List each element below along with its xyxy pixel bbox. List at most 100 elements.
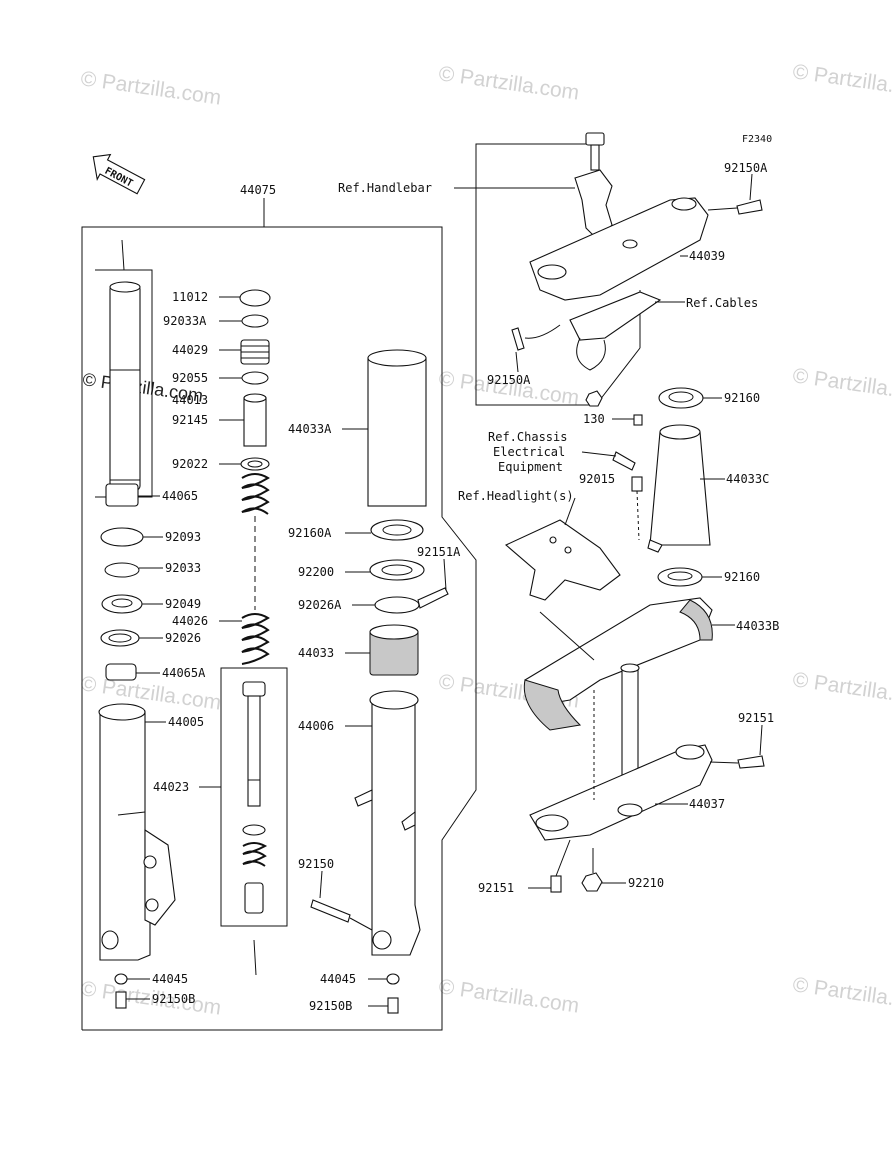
front-arrow: FRONT (92, 153, 146, 195)
watermark: © Partzilla.com (791, 364, 894, 406)
washer-inner (247, 460, 263, 468)
bracket-hole (671, 197, 697, 211)
leader-line (564, 497, 576, 526)
damper-rod-44023 (242, 681, 268, 914)
center-line (121, 239, 125, 271)
inner-tube-shape (109, 284, 141, 491)
fork-assembly-box: 44075 (81, 183, 477, 1031)
cable-clip (576, 337, 606, 371)
cap-11012 (239, 289, 271, 307)
callout-44026: 44026 (172, 614, 208, 628)
nut (585, 390, 603, 407)
handlebar-bracket-line (475, 143, 596, 406)
leader-line (349, 917, 373, 931)
chassis-bracket (612, 451, 636, 471)
lower-cover-cup (523, 679, 582, 731)
bracket-hole (622, 239, 638, 249)
assembly-outline (81, 226, 477, 1031)
callout-92160-mid: 92160 (724, 570, 760, 584)
rod-shaft (247, 695, 261, 807)
callout-92150A-bottom: 92150A (487, 373, 531, 387)
watermark: © Partzilla.com (79, 67, 222, 109)
callout-92033A: 92033A (163, 314, 207, 328)
spacer-top (243, 393, 267, 403)
spacer-92145 (243, 393, 267, 447)
callout-44075: 44075 (240, 183, 276, 197)
outer-tube-left-body (99, 711, 151, 961)
washer-inner (108, 633, 132, 643)
bolt-44029 (240, 339, 270, 365)
callout-44033A: 44033A (288, 422, 332, 436)
bolt-92151-bottom (550, 875, 562, 893)
top-bolt (585, 132, 605, 171)
callout-44065A: 44065A (162, 666, 206, 680)
circlip-92033 (104, 562, 140, 578)
cable-clip (524, 324, 561, 339)
bolt-92150B-right (387, 997, 399, 1014)
bushing-44065A (105, 663, 137, 681)
lower-cover-44033B (523, 597, 713, 731)
washer-44045-right (386, 973, 400, 985)
screw-92015 (631, 476, 643, 492)
stem-base (617, 803, 643, 817)
inner-fork-tube (109, 281, 141, 491)
leader-line (749, 173, 753, 201)
callout-92210: 92210 (628, 876, 664, 890)
callout-92151A: 92151A (417, 545, 461, 559)
ring-inner (382, 524, 412, 536)
leader-line (539, 611, 595, 661)
callout-ref-chassis-3: Equipment (498, 460, 563, 474)
callout-44045-left: 44045 (152, 972, 188, 986)
axle-hole (101, 930, 119, 950)
callout-44006: 44006 (298, 719, 334, 733)
callout-44005: 44005 (168, 715, 204, 729)
boss (401, 810, 416, 831)
piece-lock (244, 882, 264, 914)
oil-seal-92049 (101, 594, 143, 614)
bracket-hole (564, 546, 572, 554)
callout-44065: 44065 (162, 489, 198, 503)
bolt-92150A-bottom (511, 327, 525, 351)
cover-tab (647, 539, 663, 553)
washer-inner (381, 564, 413, 576)
callout-92151-bottom: 92151 (478, 881, 514, 895)
leader-line (595, 347, 641, 406)
mount-hole (145, 898, 159, 912)
spacer-body (243, 397, 267, 447)
nut-92210 (581, 872, 603, 892)
callout-92160-top: 92160 (724, 391, 760, 405)
callout-ref-chassis-1: Ref.Chassis (488, 430, 567, 444)
oring-92055 (241, 371, 269, 385)
leader-line (581, 451, 617, 457)
clamp-screw (417, 587, 449, 609)
leader-line (319, 870, 323, 899)
callout-92049: 92049 (165, 597, 201, 611)
callout-44033: 44033 (298, 646, 334, 660)
callout-ref-handlebar: Ref.Handlebar (338, 181, 432, 195)
bolt-92151-right (737, 755, 765, 769)
mount-hole (143, 855, 157, 869)
ring-92160-mid (657, 567, 703, 587)
callout-ref-chassis-2: Electrical (493, 445, 565, 459)
tube-cover-top (367, 349, 427, 367)
watermark: © Partzilla.com (791, 668, 894, 710)
ring-inner (668, 391, 694, 403)
upper-bracket-body (529, 197, 709, 301)
outer-tube-right-body (371, 699, 421, 956)
rod-washer (242, 824, 266, 836)
callout-92022: 92022 (172, 457, 208, 471)
bracket-hole (537, 264, 567, 280)
callout-92033: 92033 (165, 561, 201, 575)
watermark: © Partzilla.com (791, 60, 894, 102)
cable-holder-body (569, 291, 662, 341)
tube-cover-44033A (367, 349, 427, 507)
watermark: © Partzilla.com (79, 977, 222, 1019)
callout-44039: 44039 (689, 249, 725, 263)
callout-92026: 92026 (165, 631, 201, 645)
dust-seal-92093 (100, 527, 144, 547)
ring-92160-top (658, 387, 704, 409)
callout-92150B-left: 92150B (152, 992, 195, 1006)
upper-bracket-44039 (529, 197, 709, 301)
bolt-92150A-top (736, 199, 763, 215)
